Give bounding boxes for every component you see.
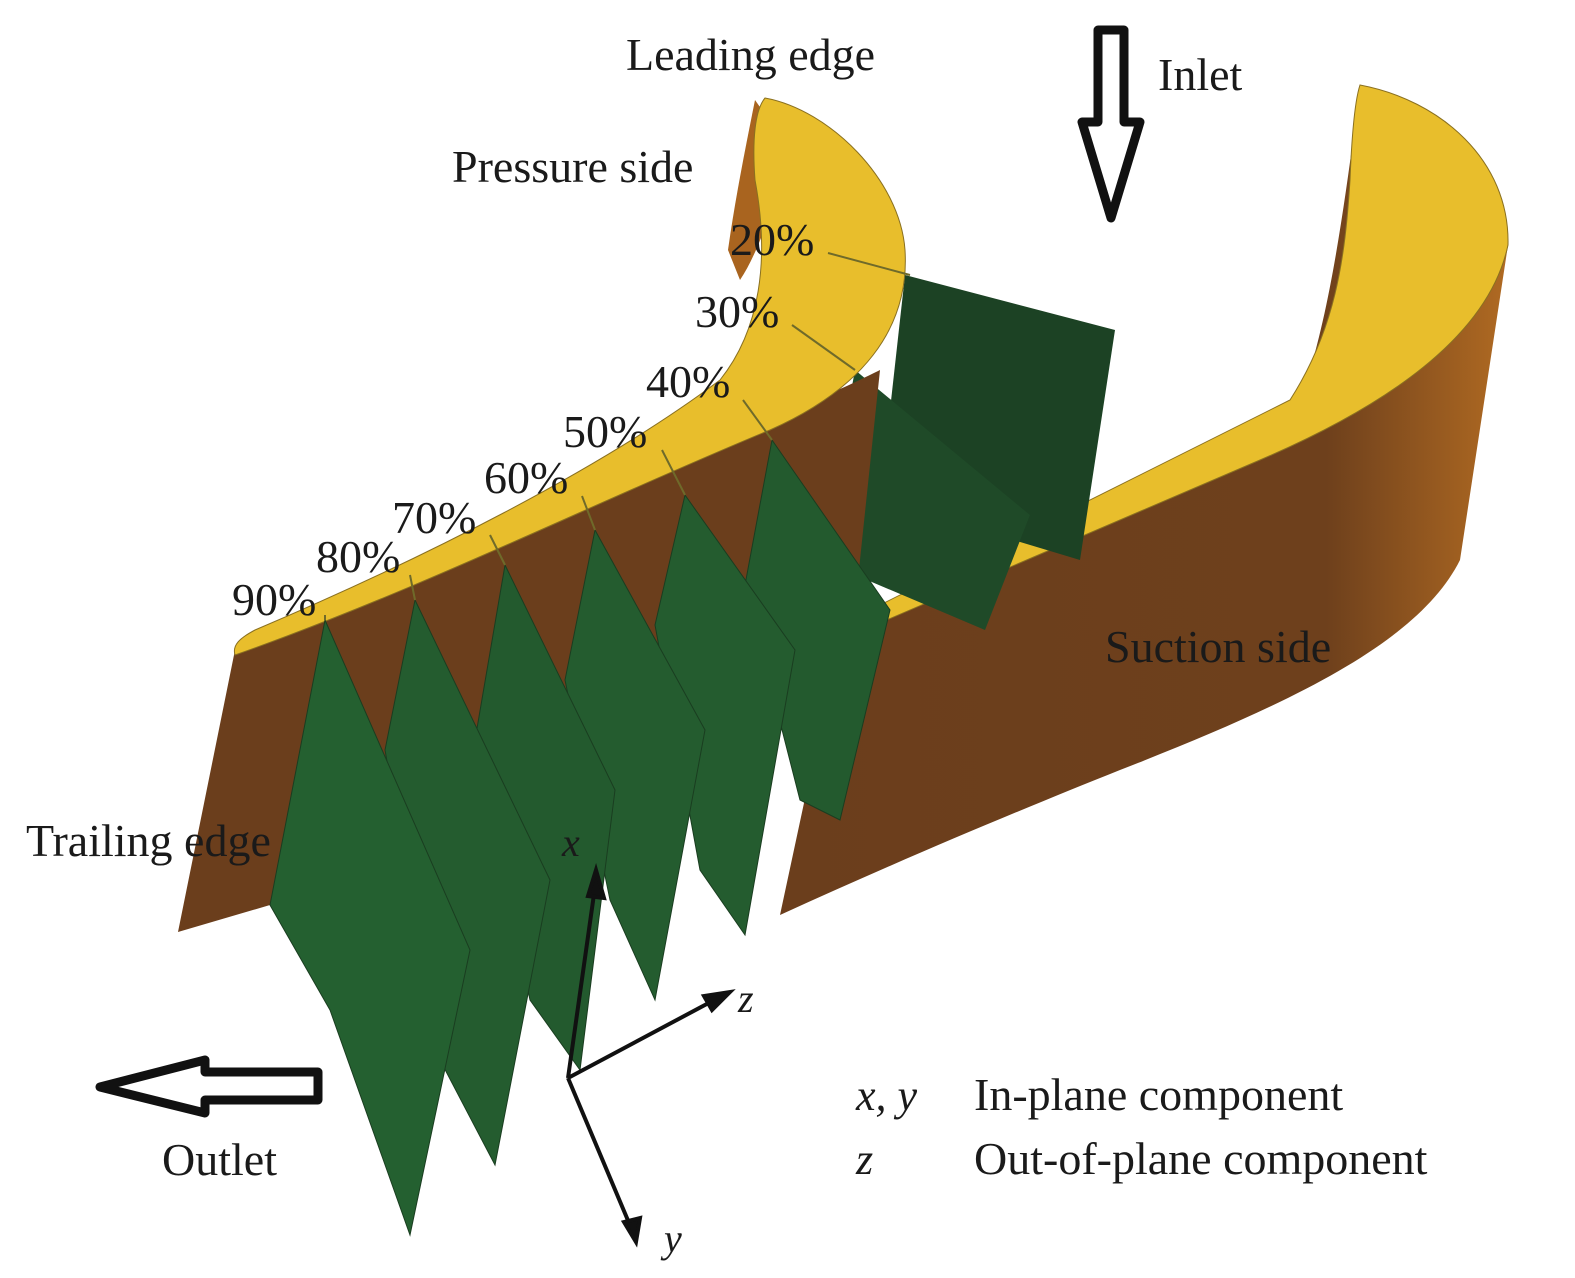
plane-label-90: 90% [232, 574, 316, 625]
leading-edge-label: Leading edge [626, 29, 875, 80]
measurement-planes [269, 438, 891, 1237]
x-axis-label: x [561, 820, 580, 865]
inlet-arrow-icon [1077, 25, 1145, 223]
left-blade-top [233, 97, 906, 656]
plane-label-60: 60% [484, 452, 568, 503]
z-axis-arrowhead-icon [700, 989, 736, 1014]
suction-side-label: Suction side [1105, 621, 1331, 672]
plane-70 [474, 563, 616, 1072]
trailing-edge-label: Trailing edge [26, 815, 271, 866]
plane-label-40: 40% [646, 356, 730, 407]
y-axis-arrowhead-icon [620, 1215, 643, 1248]
plane-label-30: 30% [695, 286, 779, 337]
z-axis-line [567, 996, 719, 1080]
plane-50 [654, 493, 796, 937]
plane-90 [269, 618, 471, 1237]
plane-label-80: 80% [316, 531, 400, 582]
outlet-arrow-icon [95, 1055, 323, 1118]
x-axis-arrowhead-icon [585, 862, 607, 901]
plane-label-70: 70% [392, 492, 476, 543]
z-axis-label: z [737, 976, 754, 1021]
pressure-side-label: Pressure side [452, 141, 693, 192]
y-axis-line [566, 1077, 634, 1231]
legend-symbol-z: z [855, 1135, 873, 1184]
legend: x, y In-plane component z Out-of-plane c… [855, 1069, 1428, 1184]
coordinate-axes [566, 862, 736, 1248]
legend-text-in-plane: In-plane component [974, 1069, 1343, 1120]
legend-symbol-xy: x, y [855, 1071, 918, 1120]
inlet-label: Inlet [1158, 49, 1243, 100]
plane-label-20: 20% [730, 214, 814, 265]
outlet-label: Outlet [162, 1134, 277, 1185]
leader-lines [324, 252, 911, 620]
y-axis-label: y [660, 1216, 682, 1261]
legend-text-out-of-plane: Out-of-plane component [974, 1133, 1428, 1184]
plane-label-50: 50% [563, 406, 647, 457]
x-axis-line [566, 879, 598, 1079]
plane-60 [564, 528, 706, 1002]
plane-80 [384, 598, 551, 1167]
